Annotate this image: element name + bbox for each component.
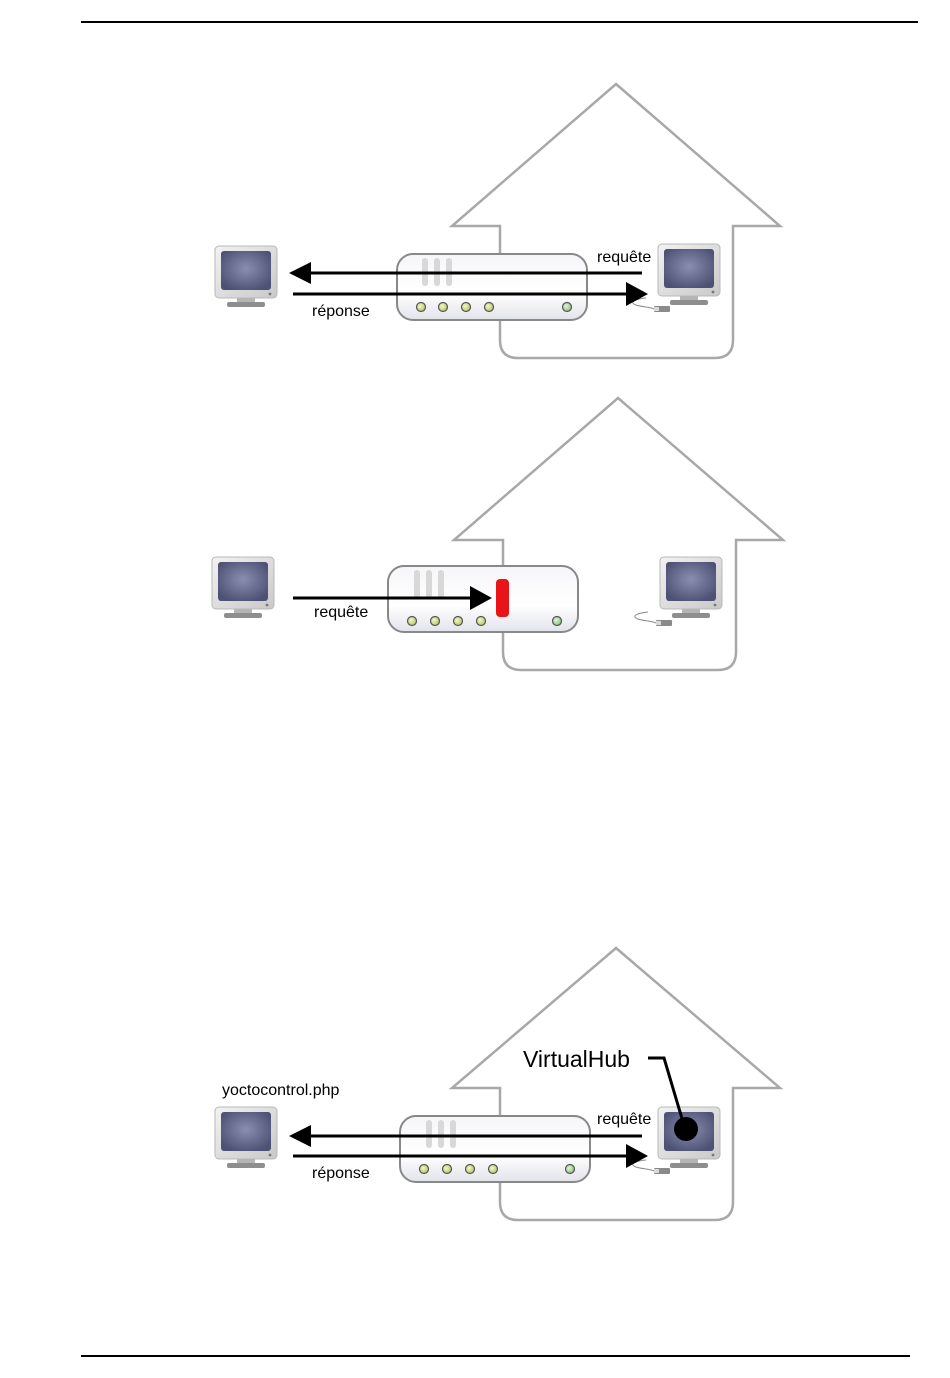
remote-name-label: yoctocontrol.php — [222, 1082, 340, 1099]
request-arrow-head — [289, 1125, 311, 1147]
request-arrow-head — [289, 262, 311, 284]
request-label: requête — [597, 249, 651, 266]
home-computer — [657, 243, 721, 306]
firewall-block — [496, 579, 509, 617]
response-label: réponse — [312, 1165, 370, 1182]
request-label: requête — [597, 1111, 651, 1128]
diagram-blocked-request: requête — [211, 396, 787, 672]
request-label: requête — [314, 604, 368, 621]
router-leds — [406, 615, 563, 627]
virtualhub-pointer — [648, 1056, 685, 1123]
virtualhub-marker — [674, 1117, 698, 1141]
response-arrow-head — [626, 282, 648, 306]
request-arrow-head — [470, 586, 492, 610]
diagram-virtualhub-request: VirtualHub yoctocontrol.php requête répo… — [214, 946, 784, 1222]
virtualhub-label: VirtualHub — [523, 1046, 630, 1072]
router — [396, 253, 588, 321]
response-arrow-head — [626, 1144, 648, 1168]
remote-computer — [214, 245, 278, 308]
router — [399, 1115, 591, 1183]
home-computer — [659, 556, 723, 619]
router-leds — [415, 301, 573, 313]
router-leds — [418, 1163, 576, 1175]
remote-computer — [211, 556, 275, 619]
header-rule — [81, 21, 918, 23]
diagram-direct-request: requête réponse — [214, 82, 784, 360]
footer-rule — [81, 1355, 910, 1357]
remote-computer — [214, 1106, 278, 1169]
response-label: réponse — [312, 303, 370, 320]
